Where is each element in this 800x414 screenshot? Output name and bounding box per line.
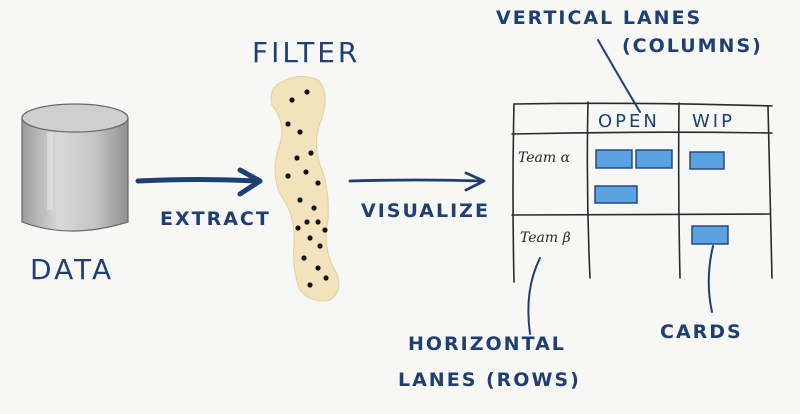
filter-dot [322, 227, 328, 233]
filter-dot [311, 205, 317, 211]
filter-dot [307, 282, 313, 288]
vertical-lanes-label-line2: (COLUMNS) [622, 35, 763, 57]
filter-dots [285, 89, 329, 288]
filter-dot [295, 225, 301, 231]
filter-dot [297, 197, 303, 203]
extract-arrow [135, 167, 263, 197]
visualize-label: VISUALIZE [361, 200, 490, 222]
filter-dot [317, 243, 323, 249]
column-header-open: OPEN [598, 111, 660, 132]
filter-dot [323, 275, 329, 281]
vertical-lanes-label-line1: VERTICAL LANES [496, 7, 702, 29]
row-header-team-beta: Team β [520, 230, 571, 246]
filter-dot [285, 121, 291, 127]
card [594, 185, 638, 204]
horizontal-lanes-label-line2: LANES (ROWS) [398, 369, 581, 391]
card [595, 149, 633, 169]
horizontal-lanes-pointer [527, 257, 541, 335]
card [691, 225, 729, 245]
filter-dot [304, 89, 310, 95]
filter-dot [315, 265, 321, 271]
filter-label: FILTER [252, 36, 360, 69]
filter-dot [294, 155, 300, 161]
filter-dot [308, 150, 314, 156]
filter-dot [289, 97, 295, 103]
data-label: DATA [30, 253, 114, 286]
filter-dot [297, 129, 303, 135]
cards-group [594, 149, 729, 245]
filter-dot [315, 219, 321, 225]
filter-dot [307, 235, 313, 241]
cards-label: CARDS [660, 321, 743, 343]
visualize-arrow [348, 171, 486, 192]
filter-dot [285, 173, 291, 179]
horizontal-lanes-label-line1: HORIZONTAL [408, 333, 566, 355]
cards-pointer [707, 245, 714, 313]
extract-label: EXTRACT [160, 208, 271, 230]
filter-dot [303, 169, 309, 175]
kanban-board [511, 101, 773, 283]
filter-dot [315, 180, 321, 186]
card [635, 149, 673, 169]
filter-dot [301, 255, 307, 261]
card [689, 151, 725, 170]
column-header-wip: WIP [692, 111, 735, 132]
filter-band [270, 75, 340, 302]
vertical-lanes-pointer [597, 39, 641, 113]
row-header-team-alpha: Team α [518, 150, 571, 166]
filter-dot [304, 219, 310, 225]
data-cylinder-icon [21, 103, 129, 232]
